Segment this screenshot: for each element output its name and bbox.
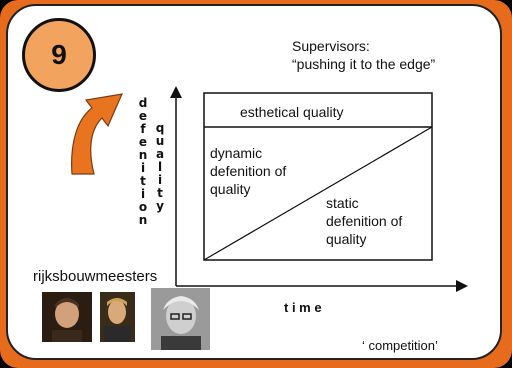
y-axis-label-defenition-letter: d <box>138 96 148 110</box>
y-axis-label-defenition-letter: f <box>140 122 146 136</box>
group-label: rijksbouwmeesters <box>33 268 158 285</box>
y-axis-label-quality-letter: t <box>157 186 163 200</box>
dynamic-line-3: quality <box>210 181 251 197</box>
portrait-photo-2 <box>100 292 135 342</box>
dynamic-definition-label: dynamic defenition of quality <box>210 144 286 198</box>
esthetical-quality-label: esthetical quality <box>240 104 344 120</box>
static-definition-label: static defenition of quality <box>326 194 402 248</box>
y-axis-label-defenition-letter: o <box>138 200 148 214</box>
static-line-2: defenition of <box>326 213 403 229</box>
y-axis-label-defenition-letter: i <box>140 187 146 201</box>
y-axis-label-quality-letter: q <box>155 121 165 135</box>
slide-number: 9 <box>51 39 67 70</box>
y-axis-label-defenition-letter: e <box>138 135 148 149</box>
competition-label: ‘ competition’ <box>362 338 438 353</box>
diagonal-divider <box>203 126 433 261</box>
y-axis-label-quality-letter: i <box>157 173 163 187</box>
slide-title: Supervisors: “pushing it to the edge” <box>292 37 435 73</box>
slide-number-badge: 9 <box>22 18 96 92</box>
static-line-1: static <box>326 195 359 211</box>
y-axis-label-defenition-letter: e <box>138 109 148 123</box>
title-line-1: Supervisors: <box>292 38 370 54</box>
y-axis-label-defenition-letter: i <box>140 161 146 175</box>
y-axis-label-quality-letter: a <box>155 147 165 161</box>
x-axis-label: t i m e <box>284 300 322 315</box>
portrait-photo-3 <box>151 288 210 350</box>
y-axis-label-quality-letter: u <box>155 134 165 148</box>
y-axis-label-quality-letter: l <box>157 160 163 174</box>
diagram-box <box>203 92 433 261</box>
dynamic-line-1: dynamic <box>210 145 263 161</box>
y-axis-label-quality-letter: y <box>156 199 164 213</box>
static-line-3: quality <box>326 231 367 247</box>
y-axis-label-defenition-letter: t <box>140 174 146 188</box>
portrait-photo-1 <box>42 292 92 342</box>
y-axis-label-defenition-letter: n <box>138 148 148 162</box>
dynamic-line-2: defenition of <box>210 163 287 179</box>
curved-arrow-icon <box>71 93 123 175</box>
y-axis-label-defenition-letter: n <box>138 213 148 227</box>
title-line-2: “pushing it to the edge” <box>292 56 436 72</box>
